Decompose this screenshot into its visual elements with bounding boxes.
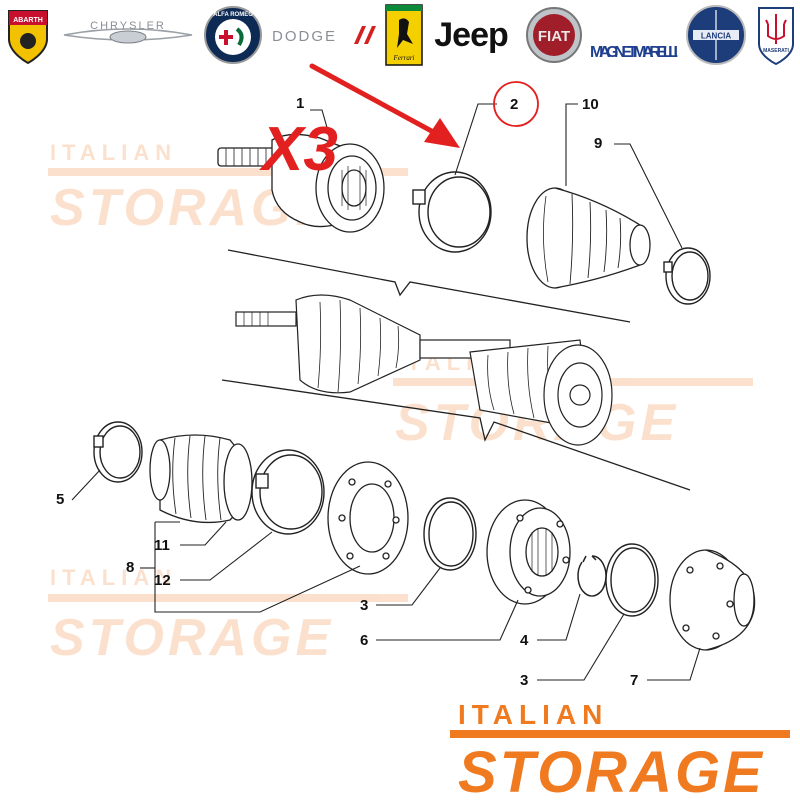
lancia-logo: LANCIA bbox=[684, 4, 748, 66]
part-label-9: 9 bbox=[594, 135, 602, 152]
chrysler-logo: CHRYSLER bbox=[62, 4, 194, 66]
leader-4 bbox=[537, 593, 581, 641]
part-3-gasket-left bbox=[423, 497, 477, 571]
middle-group-bracket bbox=[221, 379, 691, 491]
leader-6 bbox=[376, 599, 519, 641]
alfa-romeo-logo: ALFA ROMEO bbox=[202, 4, 264, 66]
part-label-10: 10 bbox=[582, 96, 599, 113]
watermark-lower-italian: ITALIAN bbox=[50, 565, 177, 590]
magneti-marelli-logo-text: MAGNETI MARELLI bbox=[590, 44, 678, 61]
assembled-drive-shaft bbox=[235, 294, 613, 446]
part-4-circlip bbox=[577, 555, 607, 597]
dodge-logo-text: DODGE bbox=[272, 28, 337, 45]
part-label-8: 8 bbox=[126, 559, 134, 576]
watermark-lower: ITALIAN STORAGE bbox=[48, 565, 408, 667]
fiat-logo-text: FIAT bbox=[538, 28, 570, 45]
part-label-6: 6 bbox=[360, 632, 368, 649]
jeep-logo: Jeep bbox=[428, 4, 514, 66]
quantity-annotation: X3 bbox=[259, 115, 338, 184]
italian-storage-logo: ITALIAN STORAGE bbox=[450, 699, 790, 800]
leader-5 bbox=[71, 469, 101, 501]
part-label-11: 11 bbox=[154, 537, 170, 554]
dodge-logo: DODGE bbox=[270, 4, 378, 66]
leader-12 bbox=[180, 531, 273, 581]
fiat-logo: FIAT bbox=[524, 4, 584, 66]
part-12-clamp-ring bbox=[251, 449, 325, 535]
part-label-4: 4 bbox=[520, 632, 529, 649]
abarth-logo: ABARTH bbox=[2, 4, 54, 66]
abarth-logo-text: ABARTH bbox=[13, 17, 43, 24]
leader-10 bbox=[565, 103, 578, 186]
part-9-small-clamp bbox=[663, 247, 711, 305]
leader-3-left bbox=[376, 567, 441, 606]
lancia-logo-text: LANCIA bbox=[701, 32, 731, 41]
chrysler-logo-text: CHRYSLER bbox=[90, 20, 166, 32]
part-label-2: 2 bbox=[510, 96, 518, 113]
brand-logo-strip: ABARTH CHRYSLER ALFA ROMEO DODGE bbox=[0, 0, 800, 70]
part-5-clamp bbox=[93, 421, 143, 483]
leader-1 bbox=[310, 109, 331, 139]
part-1-cv-joint bbox=[217, 133, 385, 233]
magneti-marelli-logo: MAGNETI MARELLI bbox=[588, 4, 680, 66]
part-7-dust-cap bbox=[669, 549, 756, 651]
leader-9 bbox=[614, 143, 683, 249]
part-8-flange-plate bbox=[327, 461, 409, 575]
part-label-7: 7 bbox=[630, 672, 638, 689]
maserati-logo: MASERATI bbox=[754, 4, 798, 66]
alfa-romeo-logo-text: ALFA ROMEO bbox=[213, 12, 253, 18]
part-6-inner-cv-joint bbox=[486, 499, 571, 605]
part-label-3-left: 3 bbox=[360, 597, 368, 614]
leader-2 bbox=[454, 103, 497, 176]
leader-11 bbox=[180, 521, 227, 546]
part-label-5: 5 bbox=[56, 491, 64, 508]
watermark-top-italian: ITALIAN bbox=[50, 140, 177, 165]
part-2-clamp-ring bbox=[412, 171, 492, 253]
part-10-boot bbox=[526, 187, 651, 289]
ferrari-logo-text: Ferrari bbox=[393, 54, 415, 62]
logo-italian-text: ITALIAN bbox=[458, 699, 608, 730]
watermark-lower-storage: STORAGE bbox=[50, 609, 334, 667]
leader-7 bbox=[647, 647, 701, 681]
part-label-3-right: 3 bbox=[520, 672, 528, 689]
highlight-circle-part-2 bbox=[493, 81, 539, 127]
leader-3-right bbox=[537, 613, 625, 681]
part-label-12: 12 bbox=[154, 572, 171, 589]
red-arrow bbox=[309, 63, 460, 148]
logo-storage-text: STORAGE bbox=[458, 740, 765, 800]
jeep-logo-text: Jeep bbox=[434, 15, 508, 54]
part-3-gasket-right bbox=[605, 543, 659, 617]
leader-8-bracket bbox=[154, 521, 361, 613]
part-11-boot bbox=[149, 434, 253, 524]
top-group-bracket bbox=[227, 249, 631, 323]
ferrari-logo: Ferrari bbox=[384, 4, 424, 66]
maserati-logo-text: MASERATI bbox=[763, 48, 789, 54]
part-label-1: 1 bbox=[296, 95, 304, 112]
leader-lines bbox=[71, 103, 701, 681]
